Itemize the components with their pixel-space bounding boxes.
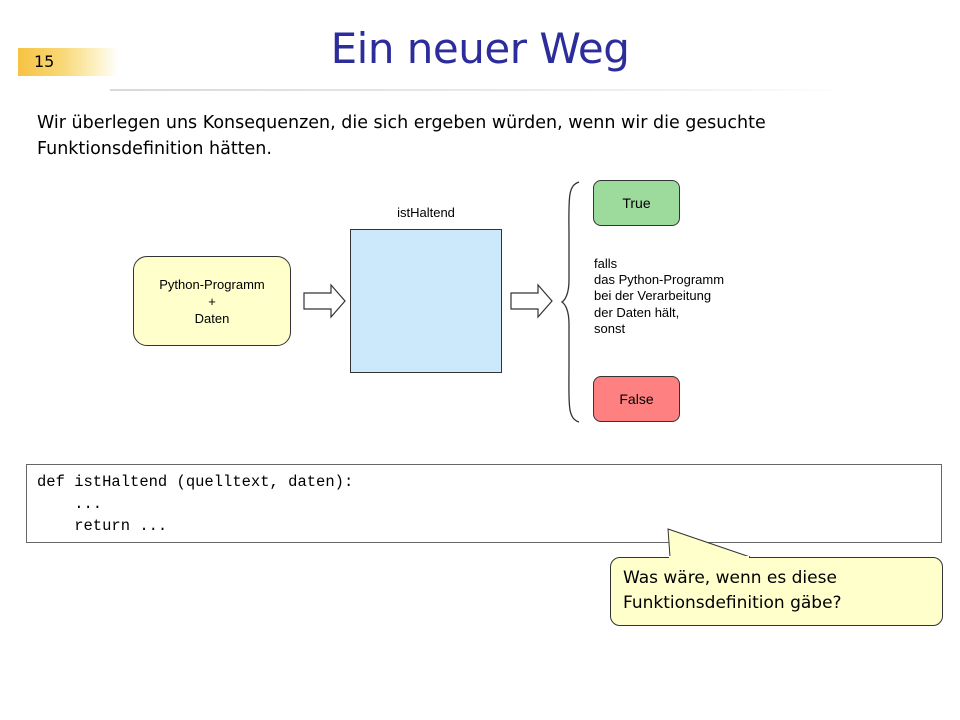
curly-brace-icon — [561, 181, 580, 423]
callout-tail-join — [669, 556, 749, 559]
result-true-box: True — [593, 180, 680, 226]
output-arrow-icon — [510, 283, 553, 319]
speech-bubble-callout: Was wäre, wenn es diese Funktionsdefinit… — [610, 557, 943, 626]
input-box-line: Daten — [194, 310, 230, 326]
condition-line: der Daten hält, — [594, 304, 680, 320]
condition-text: falls das Python-Programm bei der Verarb… — [594, 256, 794, 337]
machine-label: istHaltend — [397, 205, 455, 220]
input-box-line: + — [208, 293, 216, 309]
condition-line: bei der Verarbeitung — [594, 288, 712, 304]
title-divider — [110, 89, 850, 91]
condition-line: sonst — [594, 320, 626, 336]
code-line: return ... — [37, 517, 168, 535]
input-box-line: Python-Programm — [159, 276, 265, 292]
condition-line: das Python-Programm — [594, 272, 725, 288]
input-box-python-program-data: Python-Programm + Daten — [133, 256, 291, 346]
code-line: def istHaltend (quelltext, daten): — [37, 473, 354, 491]
function-machine-box — [350, 229, 502, 373]
slide-title: Ein neuer Weg — [330, 24, 630, 73]
result-false-box: False — [593, 376, 680, 422]
slide-number: 15 — [18, 48, 118, 76]
code-block: def istHaltend (quelltext, daten): ... r… — [26, 464, 942, 543]
code-line: ... — [37, 495, 103, 513]
condition-line: falls — [594, 256, 618, 271]
intro-text: Wir überlegen uns Konsequenzen, die sich… — [37, 113, 766, 159]
input-arrow-icon — [303, 283, 346, 319]
